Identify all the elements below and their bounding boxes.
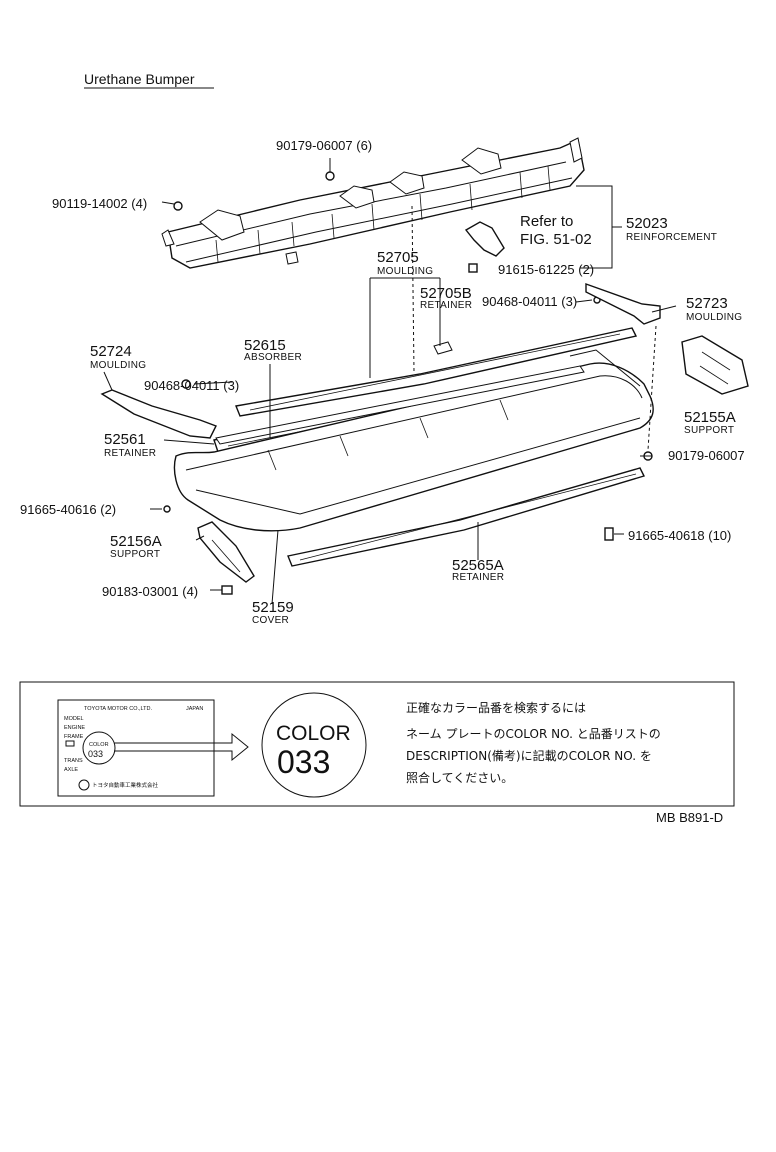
part-p13-name: SUPPORT (684, 425, 734, 436)
part-p19-number: 90183-03001 (4) (102, 584, 198, 599)
plate-footer: トヨタ自動車工業株式会社 (92, 781, 159, 789)
part-p17-number: 91665-40618 (10) (628, 528, 731, 543)
part-p14-number: 90179-06007 (668, 448, 745, 463)
part-p6-number: 52705B (420, 285, 472, 302)
instruction-line-2: ネーム プレートのCOLOR NO. と品番リストの (406, 727, 661, 741)
part-p15-number: 91665-40616 (2) (20, 502, 116, 517)
plate-field-frame: FRAME (64, 734, 84, 740)
part-p10-number: 52615 (244, 337, 286, 354)
refer-bracket-drawing (464, 221, 505, 257)
plate-field-axle: AXLE (64, 767, 78, 773)
leader-lines (103, 158, 677, 605)
plate-country: JAPAN (186, 706, 203, 712)
part-p9-number: 52724 (90, 343, 132, 360)
plate-field-trans: TRANS (64, 758, 83, 764)
plate-maker: TOYOTA MOTOR CO.,LTD. (84, 706, 153, 712)
plate-color-code: 033 (88, 749, 103, 759)
reinforcement-drawing (161, 137, 585, 269)
part-p2-number: 90119-14002 (4) (52, 196, 147, 211)
part-p3-number: 52023 (626, 215, 668, 232)
part-p18-name: RETAINER (452, 572, 504, 583)
support-52155a-drawing (681, 335, 749, 395)
part-p18-number: 52565A (452, 557, 504, 574)
reference-line1: Refer to (520, 213, 573, 230)
moulding-52723-drawing (585, 283, 661, 325)
plate-field-model: MODEL (64, 716, 84, 722)
part-p4-name: MOULDING (377, 266, 433, 277)
part-p16-name: SUPPORT (110, 549, 160, 560)
part-p5-number: 91615-61225 (2) (498, 262, 594, 277)
part-p12-number: 52561 (104, 431, 146, 448)
retainer-52561-drawing (215, 365, 585, 445)
part-p8-name: MOULDING (686, 312, 742, 323)
moulding-52724-drawing (100, 389, 217, 439)
instruction-line-1: 正確なカラー品番を検索するには (406, 700, 586, 715)
color-info-box: TOYOTA MOTOR CO.,LTD. JAPAN MODEL ENGINE… (19, 681, 735, 807)
big-color-code: 033 (277, 744, 330, 780)
support-52156a-drawing (197, 521, 255, 583)
plate-field-engine: ENGINE (64, 725, 85, 731)
part-p4-number: 52705 (377, 249, 419, 266)
part-p10-name: ABSORBER (244, 352, 302, 363)
instruction-line-3: DESCRIPTION(備考)に記載のCOLOR NO. を (406, 748, 652, 763)
plate-color-label: COLOR (89, 742, 109, 748)
part-p3-name: REINFORCEMENT (626, 232, 717, 243)
instruction-line-4: 照合してください。 (406, 770, 513, 785)
diagram-title: Urethane Bumper (84, 71, 195, 87)
part-p11-number: 90468-04011 (3) (144, 378, 239, 393)
retainer-52705b-drawing (433, 341, 453, 355)
big-color-circle (261, 692, 367, 798)
part-p12-name: RETAINER (104, 448, 156, 459)
figure-code: MB B891-D (656, 810, 723, 825)
part-p7-number: 90468-04011 (3) (482, 294, 577, 309)
part-p6-name: RETAINER (420, 300, 472, 311)
part-p9-name: MOULDING (90, 360, 146, 371)
retainer-52565a-drawing (287, 467, 645, 567)
reference-line2: FIG. 51-02 (520, 231, 592, 248)
part-p13-number: 52155A (684, 409, 736, 426)
big-color-label: COLOR (276, 722, 351, 745)
part-p16-number: 52156A (110, 533, 162, 550)
name-plate: TOYOTA MOTOR CO.,LTD. JAPAN MODEL ENGINE… (57, 699, 215, 797)
cover-52159-drawing (173, 349, 654, 532)
part-p1-number: 90179-06007 (6) (276, 138, 372, 153)
part-p20-number: 52159 (252, 599, 294, 616)
part-p20-name: COVER (252, 615, 289, 626)
part-p8-number: 52723 (686, 295, 728, 312)
arrow-icon (114, 732, 249, 762)
